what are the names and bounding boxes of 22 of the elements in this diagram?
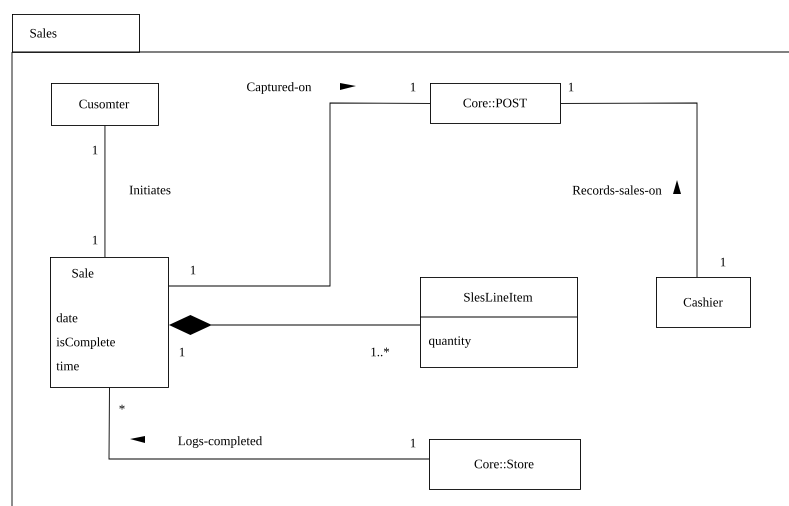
multiplicity-label: 1: [568, 82, 574, 92]
association-line: [168, 102, 430, 286]
multiplicity-label: 1: [410, 82, 416, 92]
edge-label: Logs-completed: [176, 435, 264, 449]
edge-label: Captured-on: [246, 81, 312, 95]
class-box: Core::POST: [430, 83, 561, 124]
edge-label: Initiates: [128, 184, 172, 196]
class-box: Cusomter: [51, 83, 159, 126]
class-box: Core::Store: [429, 439, 581, 490]
association-line: [104, 125, 106, 258]
edge-label: Records-sales-on: [571, 184, 663, 196]
class-box: Cashier: [656, 277, 751, 328]
multiplicity-label: 1: [92, 236, 98, 244]
multiplicity-label: 1: [190, 266, 196, 274]
association-line: [560, 102, 698, 278]
class-box: SlesLineItem quantity: [420, 277, 578, 368]
multiplicity-label: *: [119, 404, 125, 410]
class-box: Sale date isComplete time: [50, 257, 169, 388]
multiplicity-label: 1: [92, 146, 98, 154]
association-line: [108, 387, 430, 460]
multiplicity-label: 1: [410, 438, 416, 448]
multiplicity-label: 1..*: [371, 348, 390, 356]
